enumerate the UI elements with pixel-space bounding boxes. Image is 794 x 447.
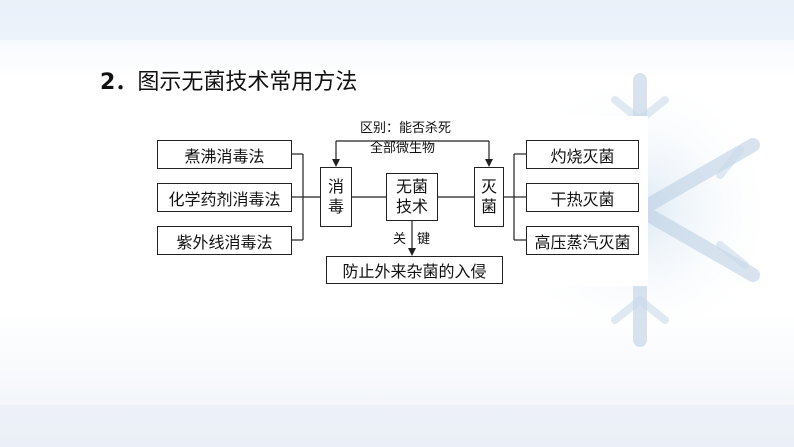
node-line: 技术 — [395, 197, 428, 216]
method-boiling-disinfection: 煮沸消毒法 — [157, 140, 292, 169]
disinfection-node: 消 毒 — [320, 167, 352, 227]
key-result-box: 防止外来杂菌的入侵 — [326, 256, 503, 284]
key-label-char1: 关 — [393, 232, 407, 247]
sterilization-node: 灭 菌 — [474, 167, 504, 227]
node-char: 毒 — [327, 197, 344, 216]
method-label: 干热灭菌 — [550, 189, 615, 209]
method-flame-sterilization: 灼烧灭菌 — [526, 140, 639, 169]
node-char: 菌 — [480, 197, 497, 216]
key-label-char2: 键 — [417, 232, 431, 247]
difference-label-line1: 区别：能否杀死 — [360, 121, 452, 136]
node-line: 无菌 — [395, 177, 428, 196]
heading-text: 图示无菌技术常用方法 — [137, 70, 358, 95]
method-dry-heat-sterilization: 干热灭菌 — [526, 183, 639, 212]
heading-number: 2． — [100, 70, 138, 95]
method-label: 煮沸消毒法 — [184, 146, 265, 166]
method-label: 灼烧灭菌 — [550, 146, 615, 166]
difference-label-line2: 全部微生物 — [370, 141, 436, 156]
node-char: 灭 — [480, 177, 497, 196]
node-char: 消 — [327, 177, 344, 196]
method-label: 化学药剂消毒法 — [168, 189, 281, 209]
method-chemical-disinfection: 化学药剂消毒法 — [157, 183, 292, 212]
method-autoclave-sterilization: 高压蒸汽灭菌 — [526, 226, 639, 255]
page-title: 2．图示无菌技术常用方法 — [100, 64, 357, 96]
method-uv-disinfection: 紫外线消毒法 — [157, 226, 292, 255]
method-label: 紫外线消毒法 — [176, 232, 273, 252]
method-label: 高压蒸汽灭菌 — [534, 232, 631, 252]
aseptic-technique-node: 无菌 技术 — [386, 173, 438, 221]
key-result-text: 防止外来杂菌的入侵 — [342, 262, 487, 281]
